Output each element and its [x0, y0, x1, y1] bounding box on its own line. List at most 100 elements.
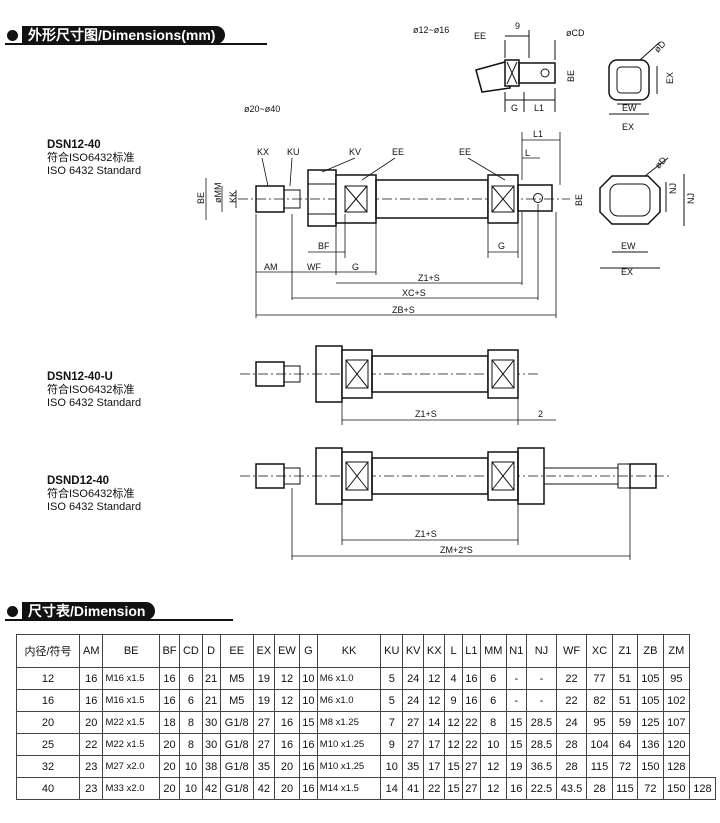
table-cell: 15: [444, 755, 463, 778]
model-label-dsnd: DSND12-40 符合ISO6432标准 ISO 6432 Standard: [47, 475, 141, 514]
column-header: ZM: [662, 634, 690, 668]
bore-range-small: ø12~ø16: [413, 25, 449, 35]
column-header: AM: [78, 634, 104, 668]
column-header: 内径/符号: [16, 634, 80, 668]
table-cell: 150: [636, 755, 664, 778]
table-cell: 136: [636, 733, 664, 756]
table-cell: 16: [78, 689, 104, 712]
table-heading-label: 尺寸表/Dimension: [22, 602, 156, 620]
table-cell: 40: [16, 777, 80, 800]
table-cell: 128: [662, 755, 690, 778]
column-header: KX: [423, 634, 446, 668]
model-standard-cn: 符合ISO6432标准: [47, 488, 135, 500]
table-cell: 8: [179, 733, 203, 756]
table-cell: 6: [179, 689, 203, 712]
table-cell: M5: [219, 689, 254, 712]
table-cell: 6: [179, 667, 203, 690]
label-g-rear: G: [498, 241, 505, 251]
table-cell: M10 x1.25: [316, 733, 382, 756]
table-cell: 35: [402, 755, 425, 778]
label-l1-main: L1: [533, 129, 543, 139]
table-cell: 27: [462, 755, 481, 778]
label-z1s: Z1+S: [418, 273, 440, 283]
label-wf: WF: [307, 262, 321, 272]
label-n1: NJ: [668, 183, 678, 194]
heading-underline: [5, 43, 267, 45]
column-header: NJ: [525, 634, 557, 668]
table-cell: 15: [444, 777, 463, 800]
table-cell: 18: [158, 711, 181, 734]
table-cell: 20: [273, 777, 301, 800]
label-z1s-u: Z1+S: [415, 409, 437, 419]
label-cd: øCD: [566, 28, 585, 38]
table-cell: 105: [636, 689, 664, 712]
table-cell: 24: [402, 667, 425, 690]
table-cell: 107: [662, 711, 690, 734]
table-cell: 22.5: [525, 777, 557, 800]
label-be-right: BE: [574, 194, 584, 206]
label-l1: L1: [534, 103, 544, 113]
label-xcs: XC+S: [402, 288, 426, 298]
model-standard-en: ISO 6432 Standard: [47, 397, 142, 409]
table-cell: 27: [462, 777, 481, 800]
table-cell: 12: [479, 777, 507, 800]
table-cell: M27 x2.0: [102, 755, 160, 778]
table-cell: M6 x1.0: [316, 667, 382, 690]
table-cell: 51: [612, 689, 638, 712]
cylinder-dsn-u: [240, 345, 540, 403]
column-header: BF: [158, 634, 181, 668]
label-am: AM: [264, 262, 278, 272]
table-cell: 10: [299, 667, 318, 690]
table-cell: 27: [402, 733, 425, 756]
label-kx: KX: [257, 147, 269, 157]
table-cell: 16: [299, 777, 318, 800]
table-cell: 16: [299, 755, 318, 778]
table-cell: M10 x1.25: [316, 755, 382, 778]
label-ee-rear: EE: [459, 147, 471, 157]
table-cell: 120: [662, 733, 690, 756]
table-cell: 16: [158, 667, 181, 690]
table-cell: 22: [555, 667, 588, 690]
table-cell: 8: [179, 711, 203, 734]
table-cell: 72: [612, 755, 638, 778]
table-cell: 30: [201, 733, 221, 756]
table-cell: 24: [402, 689, 425, 712]
table-cell: 64: [612, 733, 638, 756]
table-cell: 35: [252, 755, 275, 778]
table-cell: M8 x1.25: [316, 711, 382, 734]
table-cell: 16: [16, 689, 80, 712]
detail-large-end-view: [599, 157, 685, 269]
model-standard-cn: 符合ISO6432标准: [47, 384, 135, 396]
label-be: BE: [566, 70, 576, 82]
table-cell: 42: [201, 777, 221, 800]
label-ew-large: EW: [621, 241, 636, 251]
cylinder-dsnd: [240, 447, 670, 505]
table-cell: 24: [555, 711, 588, 734]
label-g: G: [511, 103, 518, 113]
label-ex-large: EX: [621, 267, 633, 277]
label-zbs: ZB+S: [392, 305, 415, 315]
column-header: CD: [179, 634, 203, 668]
table-cell: 8: [479, 711, 507, 734]
model-standard-cn: 符合ISO6432标准: [47, 152, 135, 164]
cylinder-dsn-main: [238, 169, 570, 227]
table-cell: 5: [380, 667, 404, 690]
table-cell: -: [525, 667, 557, 690]
table-cell: 12: [444, 733, 463, 756]
table-cell: 7: [380, 711, 404, 734]
table-cell: 20: [158, 733, 181, 756]
table-cell: 16: [462, 667, 481, 690]
table-cell: 22: [462, 711, 481, 734]
model-standard-en: ISO 6432 Standard: [47, 501, 142, 513]
model-name: DSN12-40-U: [47, 371, 113, 383]
column-header: EX: [252, 634, 275, 668]
table-cell: 42: [252, 777, 275, 800]
table-cell: 6: [479, 667, 507, 690]
table-cell: 16: [505, 777, 527, 800]
table-cell: 28.5: [525, 733, 557, 756]
table-cell: M5: [219, 667, 254, 690]
table-cell: M14 x1.5: [316, 777, 382, 800]
table-cell: 95: [662, 667, 690, 690]
